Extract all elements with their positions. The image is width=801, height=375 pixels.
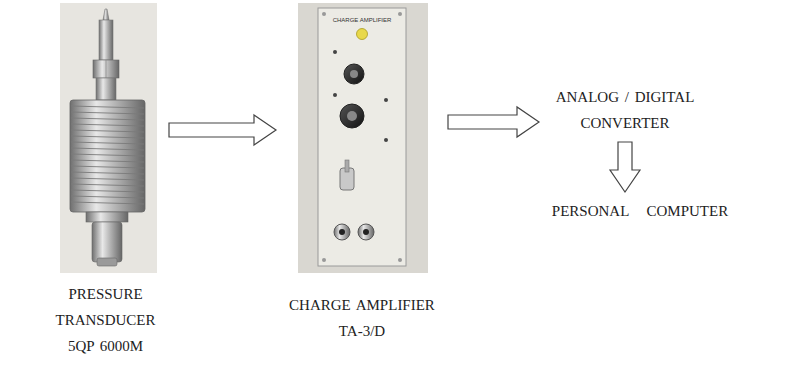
range-knob [344, 64, 364, 84]
transducer-photo [60, 3, 157, 273]
photo-detail [71, 196, 144, 198]
switch-dot [384, 138, 388, 142]
sensor-tip [103, 9, 109, 20]
hollow-arrow [448, 107, 539, 137]
block-caption: PERSONAL COMPUTER [540, 198, 740, 224]
photo-detail [71, 148, 144, 150]
knob-cap [347, 111, 357, 121]
photo-detail [71, 190, 144, 192]
bnc-pin [363, 229, 369, 235]
bnc-connector [334, 224, 350, 240]
front-panel [318, 8, 406, 266]
photo-background [60, 3, 157, 273]
bnc-pin [339, 229, 345, 235]
photo-detail [71, 130, 144, 132]
connector-end [97, 258, 117, 266]
switch-dot [333, 50, 337, 54]
hollow-arrow [169, 115, 276, 145]
bnc-connector [358, 224, 374, 240]
panel-screw [398, 12, 402, 16]
photo-background [298, 3, 428, 273]
block-caption: CHARGE AMPLIFIER TA-3/D [282, 292, 442, 344]
hex-nut [93, 60, 119, 78]
photo-detail [71, 160, 144, 162]
switch-dot [384, 98, 388, 102]
photo-detail [71, 172, 144, 174]
indicator-led [357, 29, 368, 40]
device-block: ANALOG / DIGITAL CONVERTER [545, 84, 705, 136]
knob-cap [350, 70, 358, 78]
panel-screw [322, 12, 326, 16]
photo-detail [71, 202, 144, 204]
photo-detail [71, 124, 144, 126]
photo-detail [71, 106, 144, 108]
photo-detail [71, 118, 144, 120]
panel-label: CHARGE AMPLIFIER [322, 16, 402, 24]
photo-detail [71, 184, 144, 186]
photo-detail [71, 154, 144, 156]
toggle-lever [345, 160, 349, 172]
device-block: PERSONAL COMPUTER [540, 198, 740, 224]
photo-detail [71, 136, 144, 138]
panel-screw [322, 258, 326, 262]
panel-screw [398, 258, 402, 262]
collar [86, 212, 128, 222]
photo-detail [71, 112, 144, 114]
sensor-cylinder [99, 20, 113, 60]
connector-body [92, 222, 122, 262]
device-block: PRESSURE TRANSDUCER 5QP 6000M [48, 5, 163, 359]
switch-dot [333, 93, 337, 97]
thread-lines [71, 106, 144, 204]
photo-detail [71, 166, 144, 168]
photo-detail [71, 142, 144, 144]
hollow-arrow [610, 142, 640, 192]
sensor-neck [96, 78, 116, 100]
device-block: CHARGE AMPLIFIER TA-3/D [282, 5, 442, 344]
block-caption: PRESSURE TRANSDUCER 5QP 6000M [48, 281, 163, 359]
gain-knob [340, 104, 364, 128]
amplifier-photo [298, 3, 428, 273]
block-caption: ANALOG / DIGITAL CONVERTER [545, 84, 705, 136]
threaded-body [70, 100, 145, 212]
photo-detail [71, 178, 144, 180]
hex-edge [106, 60, 107, 78]
